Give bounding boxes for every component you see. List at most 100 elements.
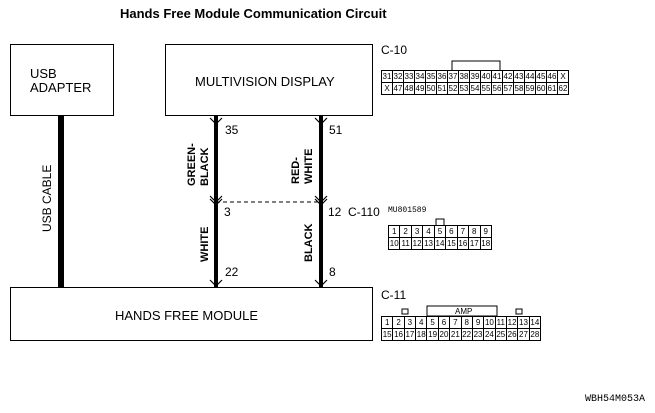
connector-pin-cell: 3 bbox=[405, 317, 417, 328]
right-color-top-1: RED- bbox=[290, 157, 302, 184]
connector-c10-label: C-10 bbox=[381, 43, 408, 57]
connector-pin-cell: 55 bbox=[481, 83, 492, 94]
connector-pin-cell: 9 bbox=[473, 317, 485, 328]
connector-pin-cell: 51 bbox=[437, 83, 448, 94]
connector-pin-cell: 14 bbox=[530, 318, 540, 327]
connector-pin-cell: 57 bbox=[503, 83, 514, 94]
connector-pin-cell: 10 bbox=[484, 317, 496, 328]
left-pin-mid: 3 bbox=[224, 205, 231, 219]
connector-pin-cell: 13 bbox=[424, 238, 435, 249]
usb-adapter-box bbox=[10, 44, 114, 116]
connector-pin-cell: 14 bbox=[435, 238, 447, 249]
connector-c110-label: C-110 bbox=[348, 205, 380, 219]
right-pin-bottom: 8 bbox=[329, 265, 336, 279]
connector-pin-cell: 19 bbox=[428, 329, 439, 340]
connector-pin-cell: 56 bbox=[492, 83, 503, 94]
connector-pin-cell: 16 bbox=[394, 329, 405, 340]
connector-pin-cell: 1 bbox=[382, 317, 394, 328]
connector-pin-cell: 10 bbox=[389, 238, 401, 249]
connector-pin-cell: 13 bbox=[519, 317, 530, 328]
connector-pin-cell: 47 bbox=[393, 83, 404, 94]
connector-pin-cell: 16 bbox=[458, 238, 470, 249]
connector-pin-cell: 46 bbox=[547, 71, 558, 82]
connector-pin-cell: 4 bbox=[416, 317, 428, 328]
connector-pin-cell: 62 bbox=[558, 84, 568, 93]
connector-pin-cell: 9 bbox=[483, 227, 488, 236]
connector-pin-cell: 11 bbox=[400, 238, 412, 249]
connector-pin-cell: 35 bbox=[426, 71, 437, 82]
connector-pin-cell: 6 bbox=[446, 226, 458, 237]
connector-pin-cell: 6 bbox=[439, 317, 451, 328]
connector-pin-cell: 36 bbox=[437, 71, 448, 82]
left-color-top-1: GREEN- bbox=[186, 143, 198, 186]
connector-pin-cell: 42 bbox=[503, 71, 514, 82]
hands-free-module-box bbox=[10, 287, 373, 341]
right-color-top-2: WHITE bbox=[303, 148, 315, 184]
connector-pin-cell: 28 bbox=[530, 330, 540, 339]
connector-pin-cell: 18 bbox=[481, 239, 491, 248]
connector-pin-cell: 32 bbox=[393, 71, 404, 82]
right-color-bottom: BLACK bbox=[303, 223, 315, 263]
connector-pin-cell: 38 bbox=[459, 71, 470, 82]
connector-pin-cell: 49 bbox=[415, 83, 426, 94]
hands-free-module-label: HANDS FREE MODULE bbox=[115, 308, 259, 323]
connector-pin-cell: 21 bbox=[450, 329, 462, 340]
connector-pin-cell: 40 bbox=[481, 71, 492, 82]
usb-adapter-label-2: ADAPTER bbox=[30, 80, 92, 95]
connector-pin-cell: 24 bbox=[484, 329, 496, 340]
connector-pin-cell: 27 bbox=[519, 329, 530, 340]
connector-pin-cell: 37 bbox=[448, 71, 459, 82]
usb-adapter-label-1: USB bbox=[30, 66, 57, 81]
connector-pin-cell: 1 bbox=[389, 226, 401, 237]
left-pin-bottom: 22 bbox=[225, 265, 239, 279]
connector-pin-cell: 2 bbox=[400, 226, 412, 237]
connector-pin-cell: 2 bbox=[393, 317, 405, 328]
connector-pin-cell: 22 bbox=[462, 329, 473, 340]
connector-pin-cell: 25 bbox=[496, 329, 507, 340]
connector-pin-cell: 17 bbox=[405, 329, 417, 340]
connector-pin-cell: 58 bbox=[514, 83, 525, 94]
connector-pin-cell: 43 bbox=[514, 71, 525, 82]
connector-pin-cell: 8 bbox=[462, 317, 473, 328]
connector-pin-cell: X bbox=[560, 72, 566, 81]
connector-pin-cell: 4 bbox=[423, 226, 435, 237]
connector-pin-cell: 5 bbox=[435, 226, 447, 237]
connector-pin-cell: 34 bbox=[415, 71, 426, 82]
connector-pin-cell: X bbox=[382, 83, 393, 94]
connector-pin-cell: 44 bbox=[525, 71, 536, 82]
connector-pin-cell: 48 bbox=[404, 83, 415, 94]
connector-pin-cell: 7 bbox=[458, 226, 470, 237]
connector-pin-cell: 52 bbox=[448, 83, 459, 94]
connector-pin-cell: 54 bbox=[470, 83, 481, 94]
left-pin-top: 35 bbox=[225, 123, 239, 137]
right-pin-mid: 12 bbox=[328, 205, 342, 219]
multivision-display-label: MULTIVISION DISPLAY bbox=[195, 74, 335, 89]
reference-code: WBH54M053A bbox=[584, 394, 645, 405]
connector-c11-label: C-11 bbox=[381, 288, 407, 302]
connector-pin-cell: 12 bbox=[507, 317, 519, 328]
connector-pin-cell: 20 bbox=[439, 329, 451, 340]
connector-pin-cell: 50 bbox=[426, 83, 437, 94]
connector-pin-cell: 17 bbox=[469, 238, 481, 249]
connector-pin-cell: 15 bbox=[382, 329, 394, 340]
connector-pin-cell: 12 bbox=[412, 238, 424, 249]
connector-c110-part-number: MU801589 bbox=[388, 206, 427, 215]
connector-pin-cell: 33 bbox=[404, 71, 415, 82]
connector-pin-cell: 31 bbox=[382, 71, 393, 82]
left-color-top-2: BLACK bbox=[199, 147, 211, 187]
right-pin-top: 51 bbox=[329, 123, 343, 137]
connector-pin-cell: 53 bbox=[459, 83, 470, 94]
left-color-bottom: WHITE bbox=[199, 226, 211, 262]
multivision-display-box bbox=[165, 44, 373, 116]
connector-pin-cell: 7 bbox=[450, 317, 462, 328]
connector-pin-cell: 59 bbox=[525, 83, 536, 94]
connector-pin-cell: 23 bbox=[473, 329, 485, 340]
connector-pin-cell: 3 bbox=[412, 226, 424, 237]
usb-cable-label: USB CABLE bbox=[40, 164, 54, 232]
connector-pin-cell: 5 bbox=[427, 317, 439, 328]
connector-c11-amp: AMP bbox=[455, 307, 473, 316]
